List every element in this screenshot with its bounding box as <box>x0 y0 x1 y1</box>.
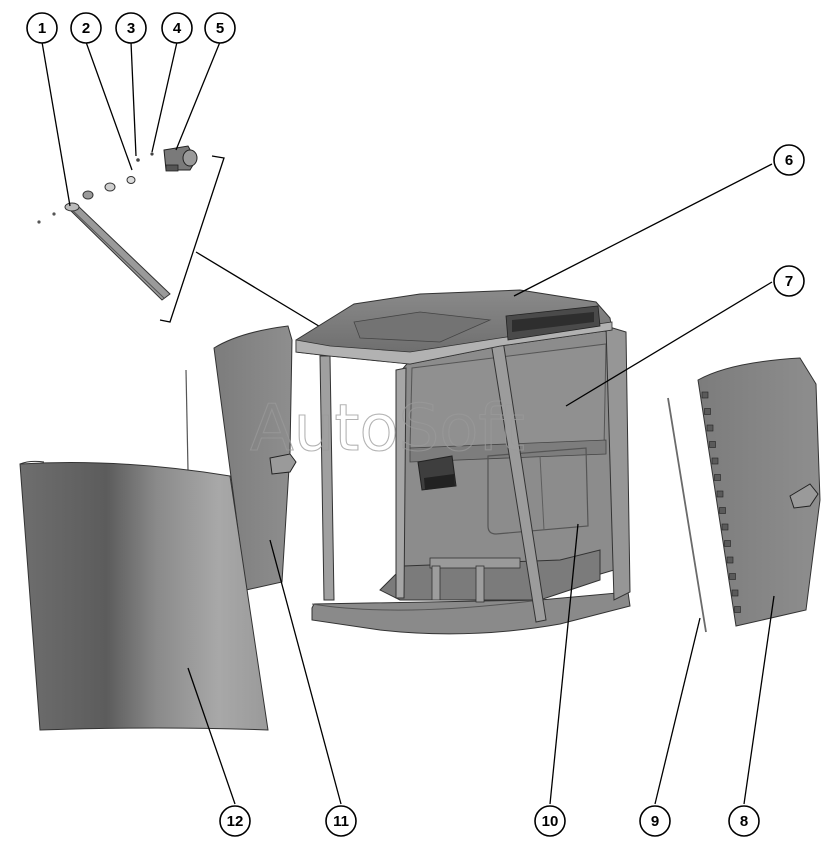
door-left <box>185 325 297 591</box>
wiper-motor <box>163 145 198 172</box>
door-handle-left <box>269 453 297 475</box>
washer-2 <box>126 176 136 184</box>
callout-label: 12 <box>227 813 244 830</box>
callout-7: 7 <box>773 265 805 297</box>
callout-circle <box>325 805 357 837</box>
callout-10: 10 <box>534 805 566 837</box>
watermark: AutoSoft <box>250 392 525 466</box>
wiper-arm <box>64 203 171 301</box>
hinge-tooth <box>701 391 709 399</box>
front-glass-panel <box>19 462 269 731</box>
cab-frame <box>295 289 631 635</box>
callout-label: 5 <box>216 20 224 37</box>
callout-circle <box>26 12 58 44</box>
callout-label: 2 <box>82 20 90 37</box>
callout-12: 12 <box>219 805 251 837</box>
callout-3: 3 <box>115 12 147 44</box>
hinge-tooth <box>711 457 719 465</box>
nut <box>104 182 116 192</box>
cab-roof <box>295 289 613 365</box>
hinge-tooth <box>729 573 736 580</box>
callout-circle <box>115 12 147 44</box>
hinge-tooth <box>706 424 714 432</box>
door-seal <box>667 397 707 633</box>
washer <box>82 190 94 200</box>
hinge-tooth <box>716 490 724 498</box>
callout-11: 11 <box>325 805 357 837</box>
callout-circle <box>639 805 671 837</box>
hinge-tooth <box>726 556 734 564</box>
callout-circle <box>161 12 193 44</box>
callout-circle <box>773 144 805 176</box>
callout-label: 6 <box>785 152 793 169</box>
callout-label: 11 <box>333 813 349 830</box>
cab-floor <box>311 591 631 635</box>
callout-circle <box>773 265 805 297</box>
callout-circle <box>70 12 102 44</box>
callout-5: 5 <box>204 12 236 44</box>
door-handle-right <box>789 483 819 509</box>
leader-lines <box>41 41 775 805</box>
callout-6: 6 <box>773 144 805 176</box>
callout-circle <box>219 805 251 837</box>
callout-8: 8 <box>728 805 760 837</box>
door-right <box>697 357 821 627</box>
hinge-tooth <box>709 441 716 448</box>
callout-1: 1 <box>26 12 58 44</box>
hinge-tooth <box>734 606 741 613</box>
callout-circle <box>534 805 566 837</box>
callout-2: 2 <box>70 12 102 44</box>
callout-9: 9 <box>639 805 671 837</box>
callout-label: 9 <box>651 813 659 830</box>
callout-circle <box>728 805 760 837</box>
callout-label: 4 <box>173 20 182 37</box>
callout-label: 10 <box>542 813 559 830</box>
hinge-tooth <box>714 474 721 481</box>
callout-4: 4 <box>161 12 193 44</box>
hinge-tooth <box>704 408 711 415</box>
callout-label: 8 <box>740 813 748 830</box>
callout-label: 3 <box>127 20 135 37</box>
callout-circle <box>204 12 236 44</box>
hinge-tooth <box>719 507 726 514</box>
hinge-tooth <box>724 540 731 547</box>
wiper-assembly <box>37 145 352 345</box>
hinge-tooth <box>731 589 739 597</box>
callout-label: 7 <box>785 273 793 290</box>
hinge-tooth <box>721 523 729 531</box>
callout-label: 1 <box>38 20 46 37</box>
